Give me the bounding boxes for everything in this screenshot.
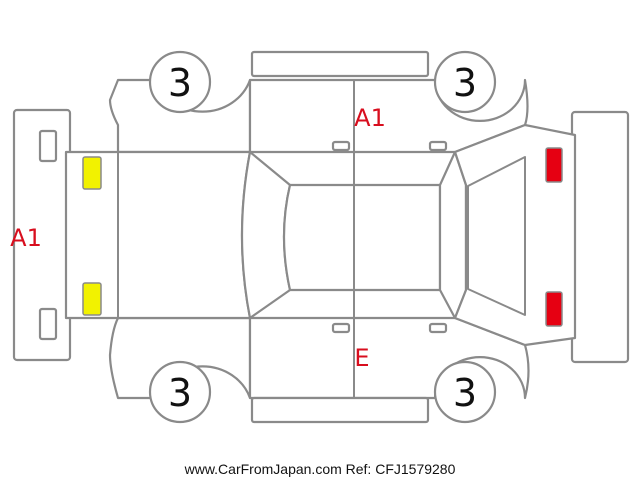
right-front-door-handle xyxy=(331,140,351,152)
tire-rear-left: 3 xyxy=(433,360,497,424)
tire-grade-front-left: 3 xyxy=(168,371,192,415)
right-doors-damage-code: A1 xyxy=(354,104,386,132)
windshield xyxy=(240,150,292,320)
tire-grade-front-right: 3 xyxy=(168,61,192,105)
left-front-door-handle xyxy=(331,322,351,334)
roof xyxy=(282,183,442,292)
watermark-reference: www.CarFromJapan.com Ref: CFJ1579280 xyxy=(184,461,456,477)
rear-light-marker xyxy=(545,147,563,183)
tire-front-right: 3 xyxy=(148,50,212,114)
tire-grade-rear-right: 3 xyxy=(453,61,477,105)
front-bumper-damage-code: A1 xyxy=(10,224,42,252)
rear-bumper xyxy=(570,110,630,364)
left-rear-door-handle xyxy=(428,322,448,334)
tire-front-left: 3 xyxy=(148,360,212,424)
right-side-skirt xyxy=(250,50,430,78)
rear-window xyxy=(438,150,468,320)
front-light-marker xyxy=(82,282,102,316)
tire-grade-rear-left: 3 xyxy=(453,371,477,415)
right-rear-door-handle xyxy=(428,140,448,152)
trunk-inner xyxy=(467,156,526,316)
trunk xyxy=(453,123,577,347)
rear-light-marker xyxy=(545,291,563,327)
left-side-skirt xyxy=(250,396,430,424)
front-light-marker xyxy=(82,156,102,190)
tire-rear-right: 3 xyxy=(433,50,497,114)
left-doors-damage-code: E xyxy=(354,344,369,372)
